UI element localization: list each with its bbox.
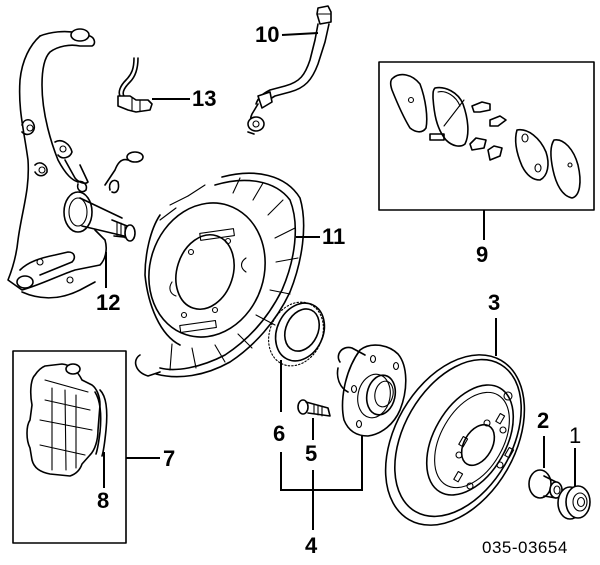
callout-3[interactable]: 3: [488, 290, 501, 315]
abs-tone-ring-part[interactable]: [258, 293, 333, 375]
callout-13[interactable]: 13: [192, 86, 217, 111]
callout-2[interactable]: 2: [537, 408, 550, 433]
brake-disc-part[interactable]: [357, 330, 553, 549]
brake-hose-part[interactable]: [247, 5, 332, 135]
brake-pad-set-part[interactable]: [378, 61, 595, 211]
steering-knuckle-part[interactable]: [7, 28, 144, 299]
callout-1[interactable]: 1: [569, 423, 582, 448]
dust-shield-part[interactable]: [132, 172, 305, 378]
callout-4[interactable]: 4: [305, 533, 318, 558]
abs-sensor-part[interactable]: [117, 57, 153, 113]
callout-9[interactable]: 9: [476, 242, 489, 267]
diagram-code: 035-03654: [482, 538, 568, 557]
callout-11[interactable]: 11: [322, 224, 346, 249]
leader-lines: [103, 32, 576, 530]
callout-5[interactable]: 5: [305, 441, 318, 466]
shield-vent-slots: [179, 228, 235, 334]
hub-assembly-part[interactable]: [336, 344, 407, 437]
wheel-stud-part[interactable]: [297, 399, 331, 417]
callout-10[interactable]: 10: [255, 22, 280, 47]
hub-nut-part[interactable]: [557, 485, 591, 520]
callout-6[interactable]: 6: [273, 421, 286, 446]
callout-8[interactable]: 8: [97, 488, 110, 513]
caliper-assembly-part[interactable]: [12, 350, 127, 544]
callout-12[interactable]: 12: [96, 290, 121, 315]
hub-cap-part[interactable]: [528, 469, 563, 499]
callout-7[interactable]: 7: [163, 446, 176, 471]
